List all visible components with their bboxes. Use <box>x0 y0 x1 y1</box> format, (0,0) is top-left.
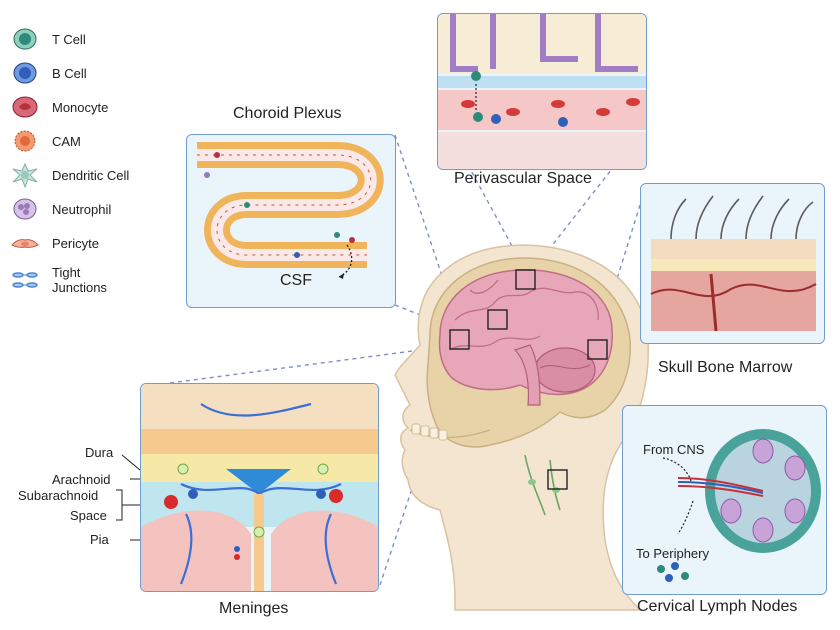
legend-label: Tight Junctions <box>52 265 107 295</box>
legend-item-neutrophil: Neutrophil <box>10 192 170 226</box>
zoom-box-choroid <box>449 329 470 350</box>
legend-label: B Cell <box>52 65 87 81</box>
skull-marrow-panel <box>640 183 825 344</box>
legend-item-dendritic: Dendritic Cell <box>10 158 170 192</box>
arachnoid-label: Arachnoid <box>52 472 111 487</box>
space-label: Space <box>70 508 107 523</box>
meninges-pointer-lines <box>116 454 141 541</box>
legend-label: Neutrophil <box>52 201 112 217</box>
legend-item-t-cell: T Cell <box>10 22 170 56</box>
b-cell-icon <box>10 60 42 86</box>
perivascular-illustration <box>438 14 646 169</box>
skull-marrow-illustration <box>650 195 817 332</box>
legend-item-b-cell: B Cell <box>10 56 170 90</box>
monocyte-icon <box>10 94 42 120</box>
meninges-illustration <box>141 384 378 591</box>
dura-label: Dura <box>85 445 114 460</box>
head-illustration <box>394 244 649 611</box>
neutrophil-icon <box>10 196 42 222</box>
legend-label: T Cell <box>52 31 86 47</box>
perivascular-space-title: Perivascular Space <box>454 170 592 187</box>
perivascular-space-panel <box>437 13 647 170</box>
csf-label: CSF <box>280 272 312 289</box>
zoom-box-ventricle <box>487 309 508 330</box>
meninges-panel <box>140 383 379 592</box>
legend-label: Dendritic Cell <box>52 167 130 183</box>
legend-item-monocyte: Monocyte <box>10 90 170 124</box>
cam-icon <box>10 128 42 154</box>
choroid-plexus-title: Choroid Plexus <box>233 105 342 122</box>
subarachnoid-label: Subarachnoid <box>18 488 99 503</box>
dendritic-cell-icon <box>10 162 42 189</box>
pia-label: Pia <box>90 532 109 547</box>
legend-item-cam: CAM <box>10 124 170 158</box>
t-cell-icon <box>10 26 42 52</box>
legend-label: Pericyte <box>52 235 99 251</box>
tight-junctions-icon <box>10 267 42 293</box>
from-cns-label: From CNS <box>643 442 705 457</box>
lymph-node-panel: From CNS To Periphery <box>622 405 827 595</box>
zoom-box-marrow <box>587 339 608 360</box>
cell-legend: T Cell B Cell Monocyte CAM Dendritic Cel… <box>10 22 170 300</box>
to-periphery-label: To Periphery <box>636 546 709 561</box>
choroid-plexus-illustration <box>197 142 384 279</box>
skull-marrow-title: Skull Bone Marrow <box>658 359 793 376</box>
pericyte-icon <box>10 230 42 256</box>
meninges-title: Meninges <box>219 600 289 617</box>
legend-label: CAM <box>52 133 81 149</box>
choroid-plexus-panel: CSF <box>186 134 396 308</box>
zoom-box-lymph <box>547 469 568 490</box>
legend-label: Monocyte <box>52 99 109 115</box>
lymph-node-illustration <box>657 429 821 582</box>
legend-item-tight-junctions: Tight Junctions <box>10 260 170 300</box>
zoom-box-perivascular <box>515 269 536 290</box>
legend-item-pericyte: Pericyte <box>10 226 170 260</box>
lymph-node-title: Cervical Lymph Nodes <box>637 598 798 615</box>
